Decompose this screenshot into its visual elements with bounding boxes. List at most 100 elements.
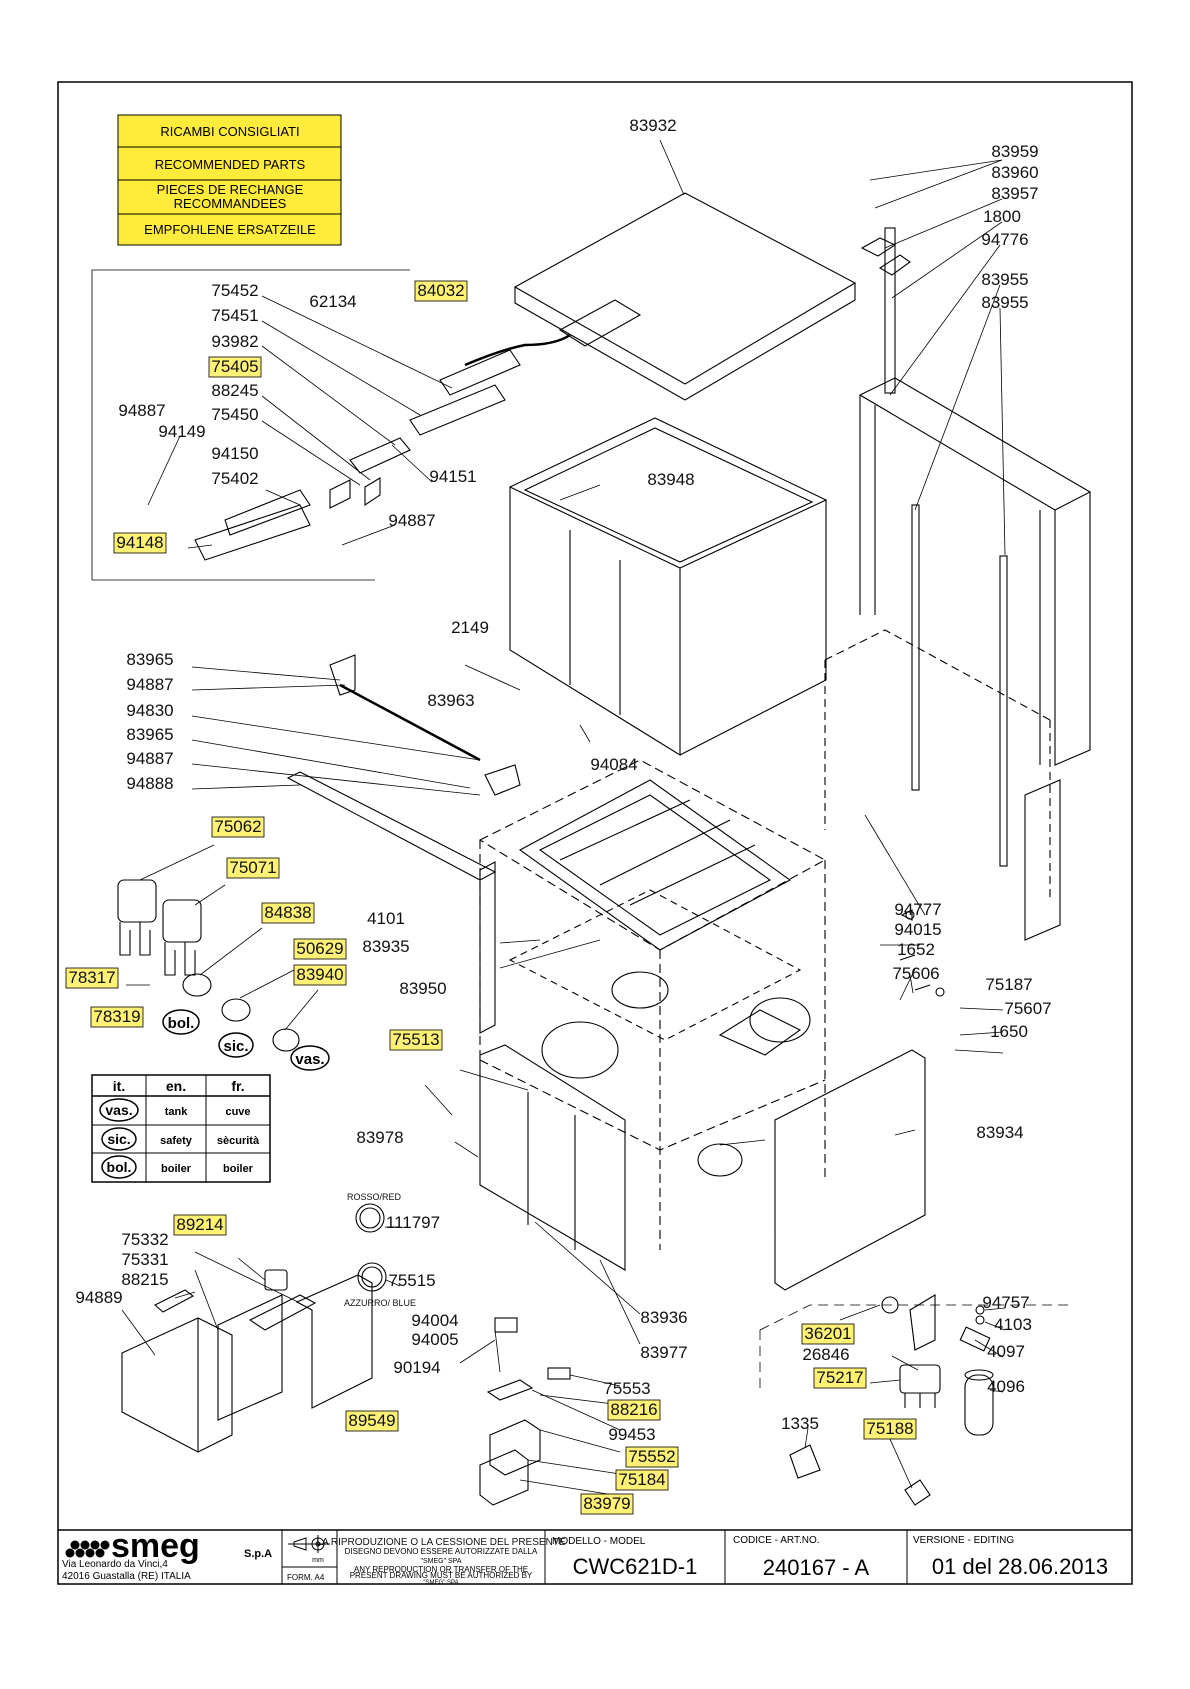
part-label: 75331 (121, 1250, 168, 1269)
part-label: 94150 (211, 444, 258, 463)
part-code: 75515 (388, 1271, 435, 1290)
part-label: 83932 (629, 116, 676, 135)
part-label: 94887 (126, 675, 173, 694)
recommended-part-label: 88216 (607, 1399, 661, 1421)
part-code: 94776 (981, 230, 1028, 249)
part-code: 94887 (388, 511, 435, 530)
part-label: 4096 (987, 1377, 1025, 1396)
part-label: 83934 (976, 1123, 1023, 1142)
part-code: 83963 (427, 691, 474, 710)
part-label: 75606 (892, 964, 939, 983)
recommended-part-label: 75062 (211, 816, 265, 838)
part-label: 4101 (367, 909, 405, 928)
part-label: 94005 (411, 1330, 458, 1349)
recommended-part-highlight (90, 1006, 144, 1028)
part-code: 4097 (987, 1342, 1025, 1361)
part-label: 93982 (211, 332, 258, 351)
wire-label-blue: AZZURRO/ BLUE (344, 1298, 416, 1308)
part-code: 62134 (309, 292, 356, 311)
part-code: 94015 (894, 920, 941, 939)
part-code: 94148 (116, 533, 163, 552)
part-code: 50629 (296, 939, 343, 958)
lang-row-2-fr: sècurità (217, 1135, 260, 1147)
part-code: 1650 (990, 1022, 1028, 1041)
part-code: 75331 (121, 1250, 168, 1269)
lang-row-1-fr: cuve (225, 1106, 250, 1118)
recommended-part-highlight (345, 1410, 399, 1432)
part-code: 78317 (68, 968, 115, 987)
part-code: 75332 (121, 1230, 168, 1249)
part-code: 94757 (982, 1293, 1029, 1312)
part-label: 88245 (211, 381, 258, 400)
part-label: 62134 (309, 292, 356, 311)
part-label: 90194 (393, 1358, 440, 1377)
recommended-part-highlight (65, 967, 119, 989)
legend-line-it: RICAMBI CONSIGLIATI (160, 124, 299, 139)
recommended-part-highlight (863, 1418, 917, 1440)
recommended-part-highlight (113, 532, 167, 554)
recommended-part-label: 78317 (65, 967, 119, 989)
part-code: 94005 (411, 1330, 458, 1349)
part-label: 75187 (985, 975, 1032, 994)
legend-line-fr1: PIECES DE RECHANGE (157, 182, 304, 197)
part-code: 75607 (1004, 999, 1051, 1018)
part-code: 75451 (211, 306, 258, 325)
recommended-part-highlight (801, 1323, 855, 1345)
part-code: 94830 (126, 701, 173, 720)
model-value: CWC621D-1 (573, 1554, 698, 1579)
recommended-part-highlight (607, 1399, 661, 1421)
part-label: 99453 (608, 1425, 655, 1444)
lang-row-2-en: safety (160, 1135, 193, 1147)
part-code: 36201 (804, 1324, 851, 1343)
part-code: 75513 (392, 1030, 439, 1049)
part-code: 83957 (991, 184, 1038, 203)
recommended-part-highlight (625, 1446, 679, 1468)
part-code: 89549 (348, 1411, 395, 1430)
part-code: 88245 (211, 381, 258, 400)
part-label: 75402 (211, 469, 258, 488)
part-code: 75553 (603, 1379, 650, 1398)
address-line-1: Via Leonardo da Vinci,4 (62, 1559, 168, 1570)
recommended-part-label: 89549 (345, 1410, 399, 1432)
part-code: 26846 (802, 1345, 849, 1364)
recommended-part-label: 50629 (293, 938, 347, 960)
part-label: 1652 (897, 940, 935, 959)
part-label: 83977 (640, 1343, 687, 1362)
part-label: 83936 (640, 1308, 687, 1327)
legend-line-fr2: RECOMMANDEES (174, 196, 287, 211)
badge-bol-text: bol. (168, 1015, 195, 1032)
part-code: 89214 (176, 1215, 223, 1234)
switch-badges: bol. sic. vas. (162, 1009, 330, 1071)
part-label: 83957 (991, 184, 1038, 203)
lang-header-fr: fr. (231, 1078, 244, 1094)
language-table: it. en. fr. vas. tank cuve sic. safety s… (91, 1074, 271, 1183)
part-label: 1800 (983, 207, 1021, 226)
part-code: 84032 (417, 281, 464, 300)
notice-line: DISEGNO DEVONO ESSERE AUTORIZZATE DALLA (345, 1547, 538, 1556)
part-label: 83935 (362, 937, 409, 956)
part-code: 83935 (362, 937, 409, 956)
part-label: 94887 (126, 749, 173, 768)
part-label: 94887 (118, 401, 165, 420)
lang-row-3-en: boiler (161, 1163, 192, 1175)
part-code: 83977 (640, 1343, 687, 1362)
part-code: 75405 (211, 357, 258, 376)
recommended-part-label: 89214 (173, 1214, 227, 1236)
part-code: 83950 (399, 979, 446, 998)
form-size: FORM. A4 (287, 1573, 325, 1582)
part-code: 99453 (608, 1425, 655, 1444)
part-code: 83965 (126, 650, 173, 669)
legend-line-de: EMPFOHLENE ERSATZEILE (144, 222, 316, 237)
part-code: 94888 (126, 774, 173, 793)
recommended-part-highlight (293, 938, 347, 960)
code-label: CODICE - ART.NO. (733, 1535, 820, 1546)
part-label: 75452 (211, 281, 258, 300)
part-code: 1652 (897, 940, 935, 959)
lang-header-it: it. (113, 1078, 125, 1094)
wire-label-red: ROSSO/RED (347, 1192, 402, 1202)
part-label: 26846 (802, 1345, 849, 1364)
part-code: 83934 (976, 1123, 1023, 1142)
part-code: 94887 (118, 401, 165, 420)
part-code: 75452 (211, 281, 258, 300)
part-label: 94004 (411, 1311, 458, 1330)
